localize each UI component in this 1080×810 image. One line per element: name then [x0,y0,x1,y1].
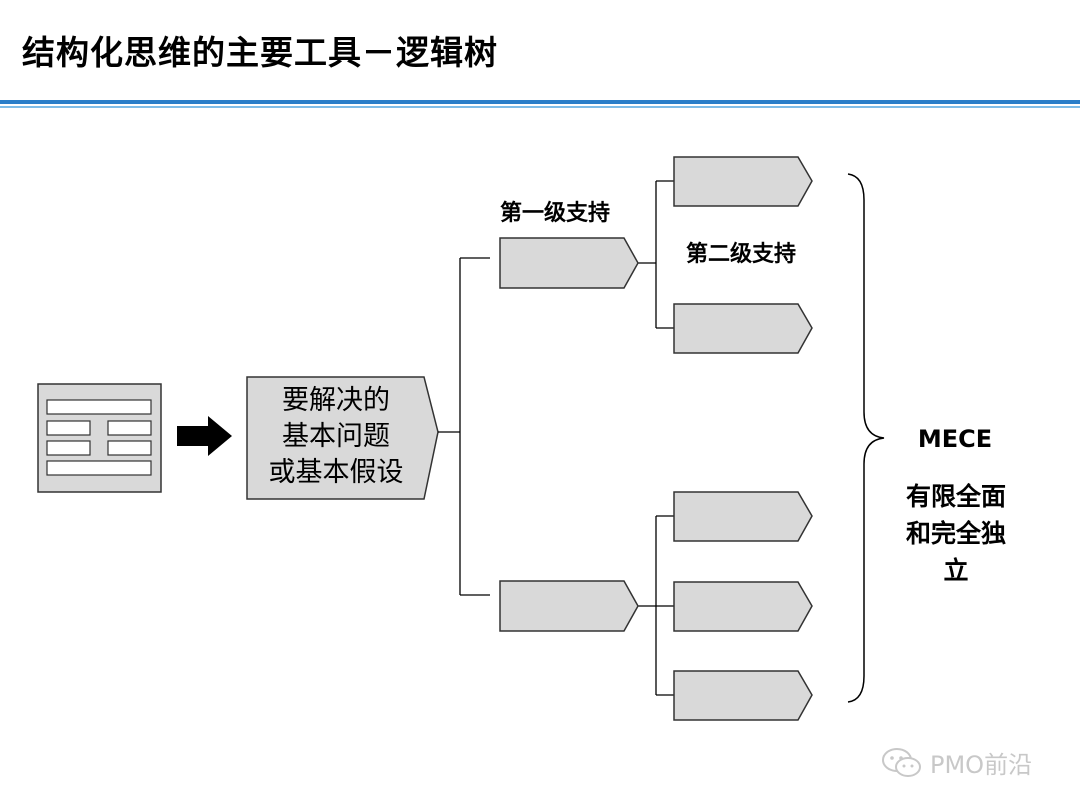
level2-box-3 [673,491,813,542]
mece-description: 有限全面 和完全独 立 [895,478,1017,589]
root-problem-text: 要解决的 基本问题 或基本假设 [252,383,420,491]
curly-brace [847,173,885,703]
root-problem-line: 或基本假设 [268,457,404,488]
level2-box-2 [673,303,813,354]
level2-box-4 [673,581,813,632]
right-arrow-icon [177,416,232,456]
root-problem-box [246,376,439,500]
mece-title: MECE [917,425,993,453]
title-divider [0,100,1080,104]
level1-box-1 [499,237,639,289]
mece-line: 立 [943,556,969,585]
watermark-text: PMO前沿 [930,751,1033,779]
level1-label: 第一级支持 [500,201,611,226]
title-divider-light [0,106,1080,108]
level2-box-5 [673,670,813,721]
level2-label: 第二级支持 [686,242,797,267]
document-icon [37,383,162,493]
level1-box-2 [499,580,639,632]
tree-connectors [438,180,674,696]
page-title: 结构化思维的主要工具－逻辑树 [22,33,498,72]
root-problem-line: 要解决的 [282,385,390,416]
wechat-icon [882,747,921,777]
mece-line: 有限全面 [905,482,1006,511]
mece-line: 和完全独 [905,519,1006,548]
root-problem-line: 基本问题 [282,421,390,452]
watermark: PMO前沿 [880,745,1032,780]
level2-box-1 [673,156,813,207]
